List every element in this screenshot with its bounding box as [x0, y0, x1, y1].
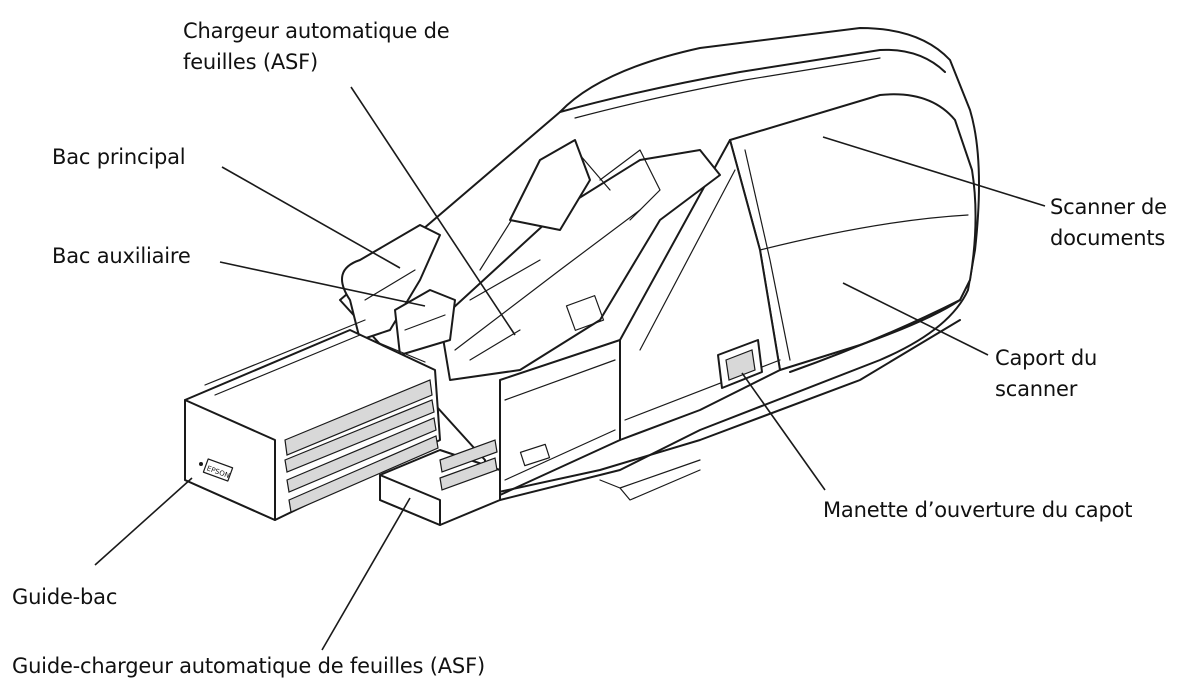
label-scanner-cover: Caport du scanner: [995, 343, 1097, 405]
label-cover-lever-text: Manette d’ouverture du capot: [823, 498, 1133, 522]
label-main-tray-text: Bac principal: [52, 145, 186, 169]
label-scanner-cover-line1: Caport du: [995, 346, 1098, 370]
leader-scanner-cover: [842, 282, 989, 356]
label-tray-guide: Guide-bac: [12, 582, 117, 613]
label-scanner-cover-line2: scanner: [995, 377, 1078, 401]
asf-feeder: [439, 139, 721, 381]
label-tray-guide-text: Guide-bac: [12, 585, 118, 609]
front-tray: EPSON: [184, 319, 441, 521]
trays: [341, 224, 456, 356]
leader-main-tray: [221, 166, 401, 269]
cover-lever: [717, 339, 763, 389]
label-scanner-line1: Scanner de: [1050, 195, 1167, 219]
label-asf-guide: Guide-chargeur automatique de feuilles (…: [12, 651, 485, 682]
leader-asf: [350, 86, 516, 336]
label-asf: Chargeur automatique de feuilles (ASF): [183, 16, 450, 78]
label-asf-line2: feuilles (ASF): [183, 50, 319, 74]
leader-tray-guide: [94, 477, 193, 566]
label-scanner: Scanner de documents: [1050, 192, 1167, 254]
label-main-tray: Bac principal: [52, 142, 186, 173]
label-asf-guide-text: Guide-chargeur automatique de feuilles (…: [12, 654, 485, 678]
leader-sub-tray: [219, 261, 426, 307]
label-asf-line1: Chargeur automatique de: [183, 19, 450, 43]
leader-scanner: [822, 136, 1046, 207]
leader-asf-guide: [321, 497, 411, 651]
label-scanner-line2: documents: [1050, 226, 1166, 250]
label-sub-tray: Bac auxiliaire: [52, 241, 191, 272]
label-cover-lever: Manette d’ouverture du capot: [823, 495, 1132, 526]
label-sub-tray-text: Bac auxiliaire: [52, 244, 191, 268]
leader-lines: [94, 86, 1046, 651]
asf-guide-block: [379, 439, 501, 526]
leader-cover-lever: [741, 372, 826, 491]
